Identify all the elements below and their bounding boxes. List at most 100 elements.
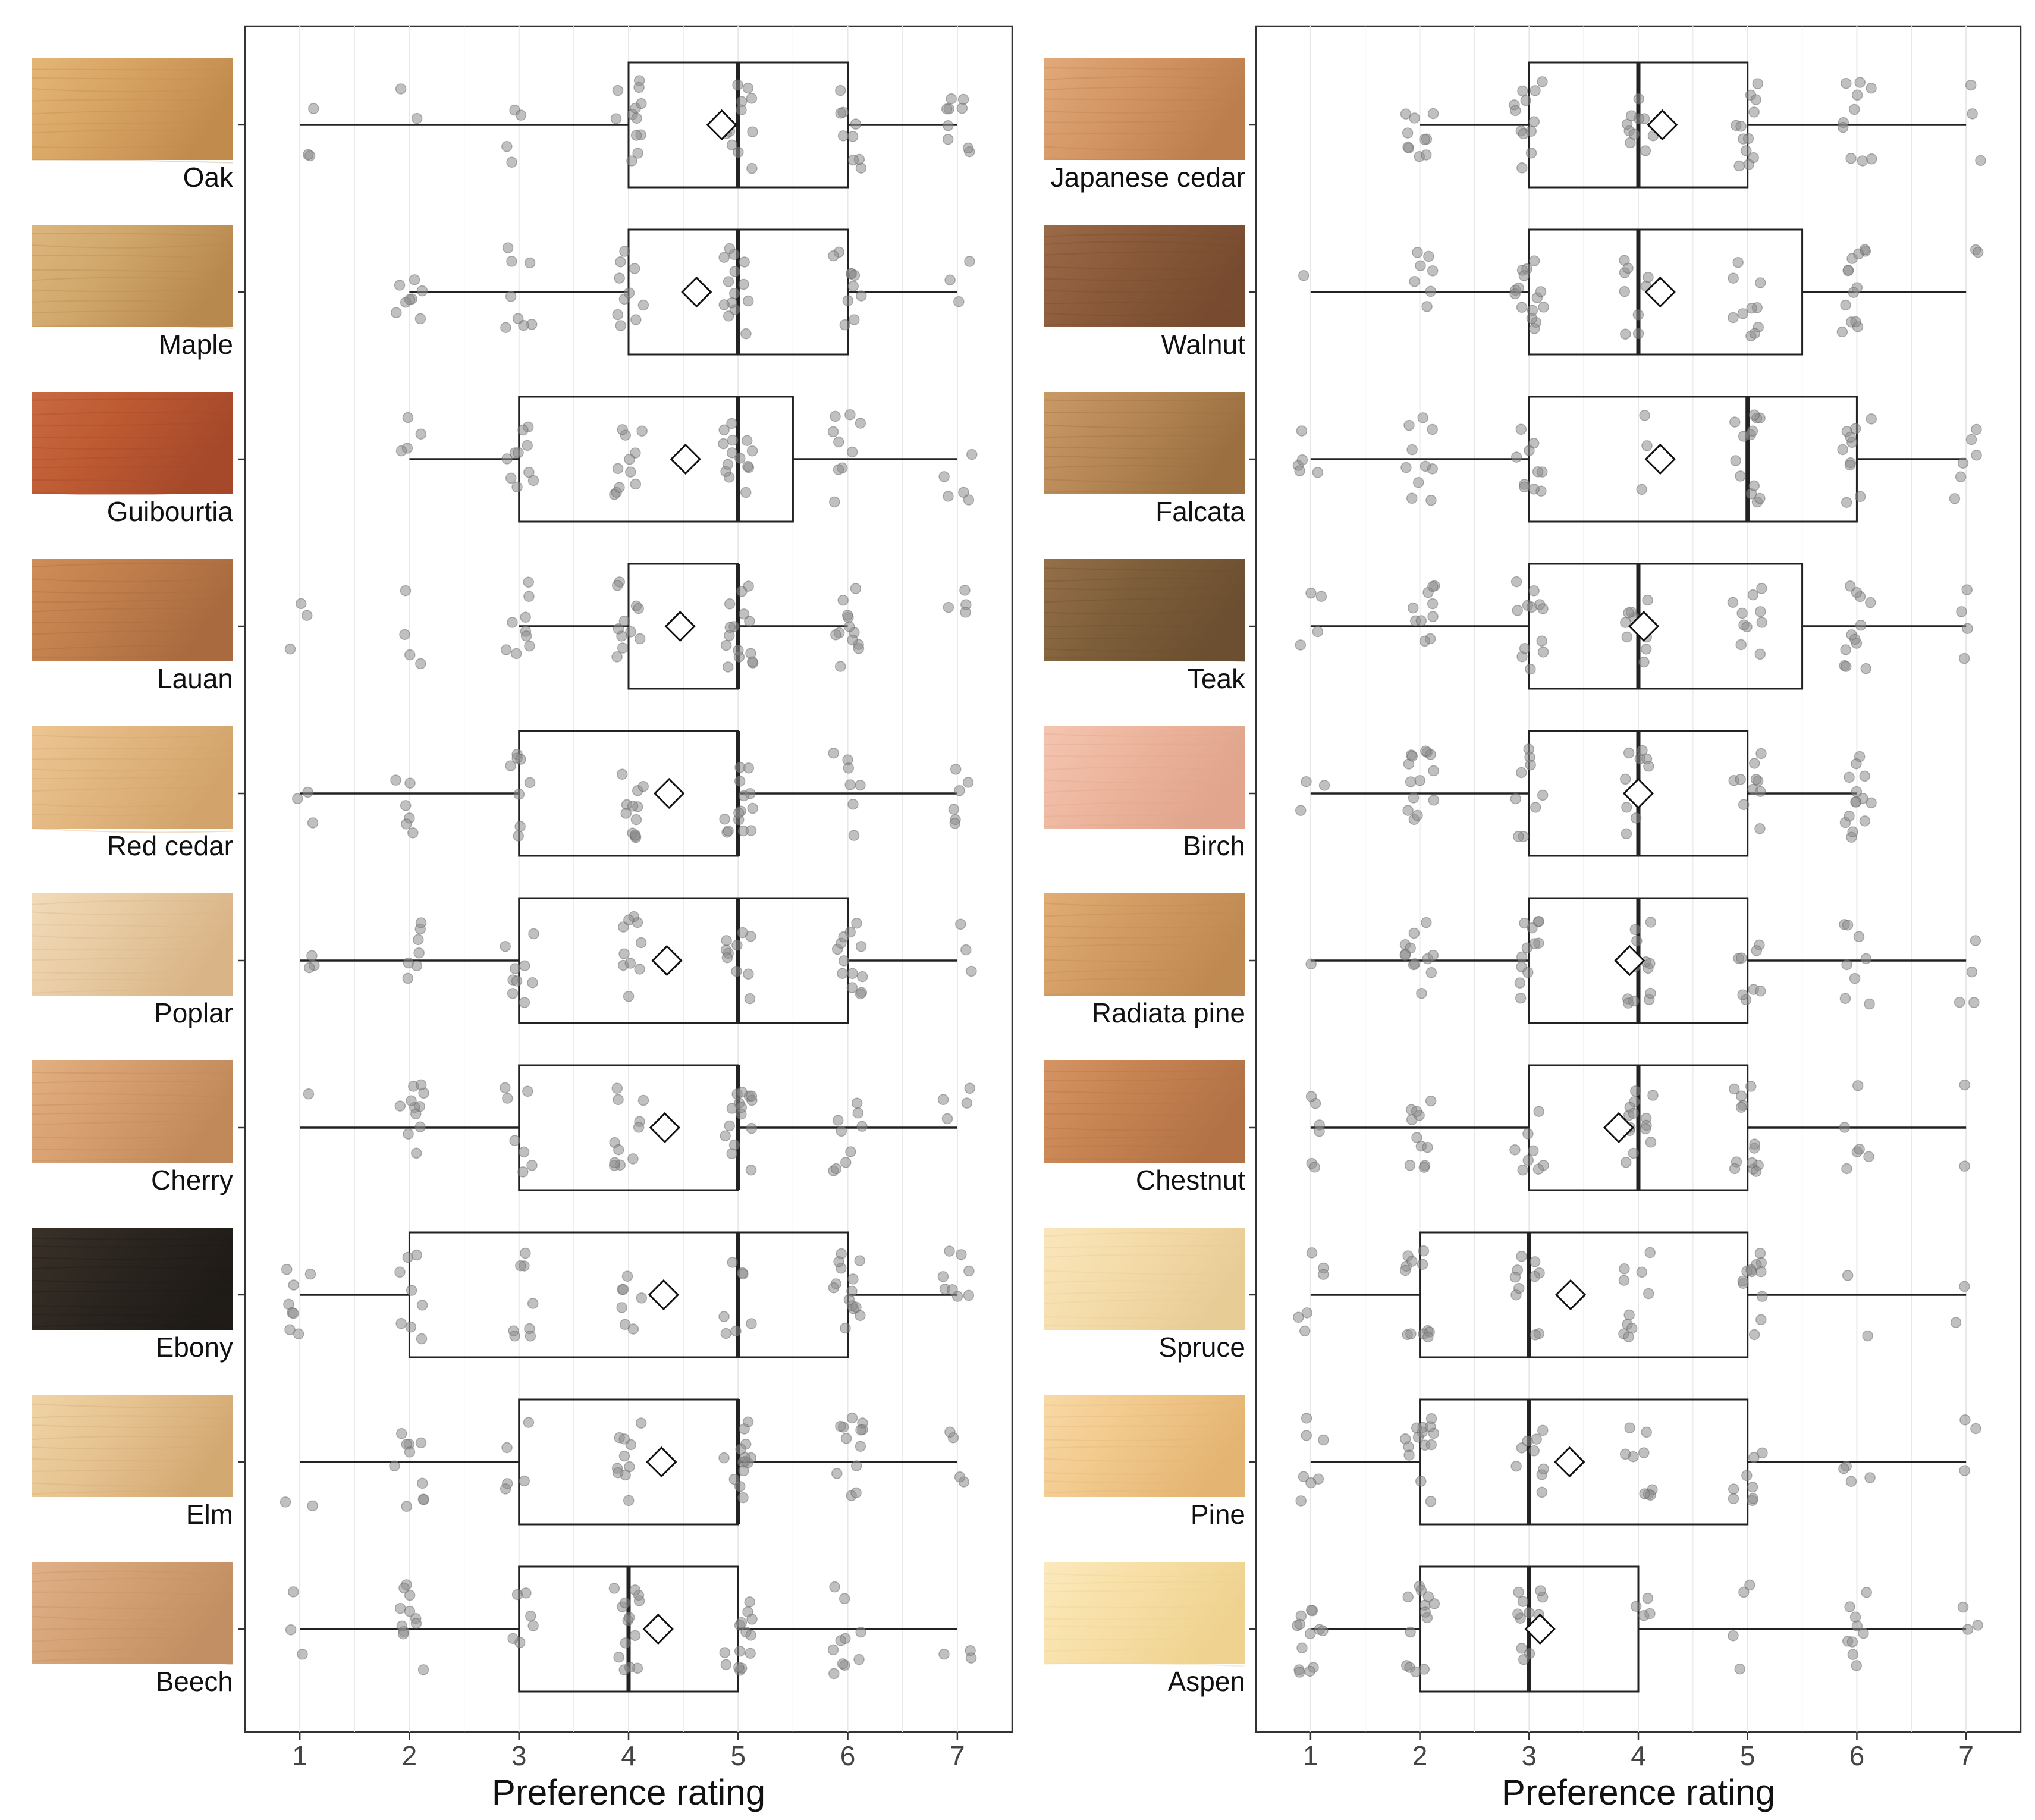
rating-point [628, 1154, 638, 1164]
rating-point [855, 780, 865, 790]
rating-point [1529, 1446, 1539, 1456]
rating-point [1863, 1331, 1873, 1341]
rating-point [401, 801, 411, 811]
rating-point [1293, 1312, 1304, 1322]
rating-point [527, 978, 538, 988]
rating-point [411, 1109, 421, 1119]
rating-point [1406, 1329, 1416, 1339]
rating-point [1305, 1628, 1315, 1639]
rating-point [737, 96, 747, 106]
rating-point [508, 989, 518, 999]
rating-point [847, 1413, 858, 1423]
rating-point [397, 1621, 407, 1631]
rating-point [390, 1461, 400, 1471]
rating-point [527, 1160, 537, 1171]
rating-point [1426, 968, 1436, 978]
rating-point [828, 426, 839, 437]
rating-point [743, 969, 753, 979]
rating-point [407, 1285, 417, 1295]
rating-point [519, 997, 529, 1008]
rating-point [525, 1331, 535, 1341]
rating-point [1420, 134, 1430, 145]
rating-point [1729, 1084, 1739, 1094]
rating-point [419, 1665, 429, 1675]
rating-point [1962, 1624, 1973, 1634]
rating-point [1750, 1329, 1760, 1339]
rating-point [1967, 435, 1977, 445]
rating-point [417, 1300, 428, 1310]
rating-point [1852, 1621, 1862, 1631]
rating-point [848, 281, 858, 291]
rating-point [855, 1256, 865, 1266]
rating-point [1400, 1265, 1411, 1275]
rating-point [1751, 1166, 1761, 1176]
rating-point [746, 1124, 756, 1134]
rating-point [1956, 472, 1966, 482]
rating-point [1415, 776, 1425, 786]
rating-point [403, 413, 413, 423]
rating-point [1958, 1602, 1968, 1612]
rating-point [405, 778, 415, 788]
rating-point [838, 595, 848, 605]
rating-point [1846, 153, 1856, 164]
rating-point [1644, 1289, 1654, 1299]
rating-point [1428, 950, 1438, 961]
rating-point [1755, 607, 1766, 617]
rating-point [303, 787, 313, 797]
rating-point [416, 429, 426, 439]
rating-point [1516, 1251, 1527, 1262]
rating-point [638, 782, 648, 792]
rating-point [1423, 1332, 1433, 1342]
rating-point [1530, 1272, 1540, 1282]
rating-point [847, 968, 858, 978]
rating-point [943, 121, 953, 131]
rating-point [1855, 77, 1865, 87]
rating-point [1747, 426, 1757, 436]
rating-point [507, 256, 517, 266]
rating-point [1966, 80, 1976, 90]
wood-swatch [1044, 1228, 1245, 1330]
rating-point [1621, 1449, 1631, 1459]
rating-point [1403, 805, 1413, 815]
rating-point [746, 1165, 756, 1175]
rating-point [1755, 824, 1765, 834]
rating-point [727, 1103, 737, 1113]
rating-point [524, 591, 534, 601]
rating-point [1537, 636, 1547, 646]
rating-point [1516, 993, 1526, 1003]
x-tick-label: 4 [1631, 1740, 1646, 1771]
rating-point [963, 495, 973, 505]
wood-swatch [1044, 559, 1245, 661]
rating-point [1529, 586, 1539, 596]
rating-point [613, 624, 623, 634]
rating-point [964, 1266, 974, 1276]
rating-point [1307, 1605, 1317, 1615]
rating-point [939, 1649, 949, 1659]
rating-point [514, 789, 524, 799]
rating-point [736, 1618, 746, 1628]
rating-point [733, 80, 743, 90]
rating-point [412, 961, 422, 971]
rating-point [1522, 1436, 1532, 1446]
rating-point [395, 1101, 405, 1111]
rating-point [1854, 249, 1864, 259]
rating-point [731, 967, 742, 977]
rating-point [848, 155, 858, 165]
rating-point [1412, 1106, 1422, 1116]
rating-point [720, 1648, 730, 1658]
rating-point [1747, 303, 1757, 313]
rating-point [1534, 938, 1544, 948]
rating-point [1755, 278, 1766, 288]
rating-point [508, 1633, 518, 1643]
rating-point [1296, 805, 1306, 815]
rating-point [840, 1323, 850, 1333]
category-label: Oak [183, 162, 234, 193]
rating-point [719, 425, 729, 435]
rating-point [745, 1648, 755, 1658]
rating-point [501, 322, 511, 332]
rating-point [1738, 309, 1748, 319]
rating-point [1515, 978, 1525, 988]
rating-point [303, 149, 313, 159]
rating-point [746, 1091, 756, 1101]
rating-point [520, 961, 530, 971]
